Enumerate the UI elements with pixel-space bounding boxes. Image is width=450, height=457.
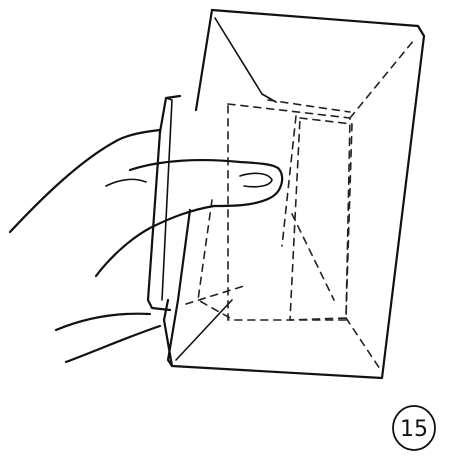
held-card-back-edge xyxy=(148,96,180,310)
step-number-badge: 15 xyxy=(393,406,435,450)
hand-illustration xyxy=(10,130,282,362)
envelope-outline xyxy=(164,10,424,378)
flap-crease xyxy=(176,18,276,360)
step-number: 15 xyxy=(400,417,428,442)
